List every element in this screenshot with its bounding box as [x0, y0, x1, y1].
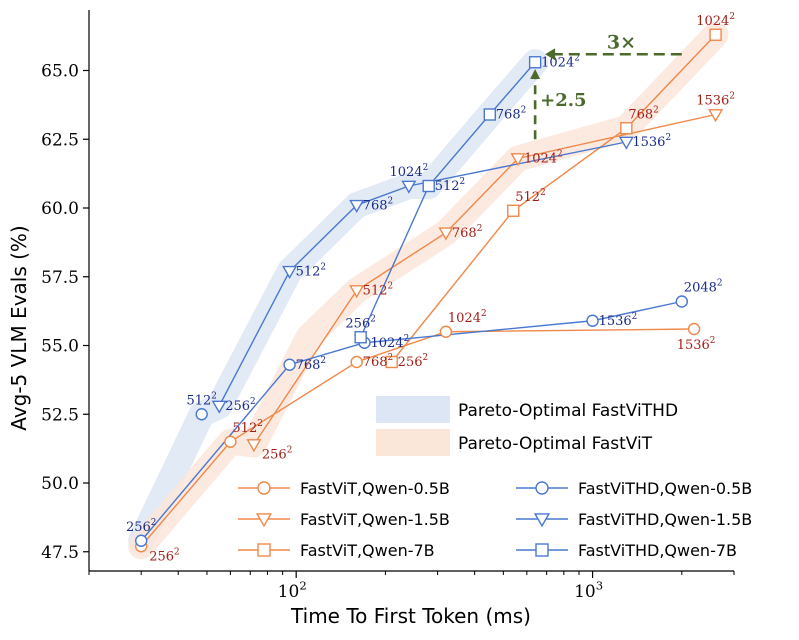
legend-marker-1: [255, 513, 273, 528]
series-3-label-3: 15362: [599, 312, 638, 329]
legend-label-4: FastViTHD,Qwen-1.5B: [578, 510, 752, 529]
legend-marker-3: [535, 481, 549, 495]
series-line-5: [360, 61, 536, 338]
series-4-label-4: 15362: [632, 133, 671, 150]
series-1-label-0: 2562: [262, 446, 292, 463]
legend-band-label-0: Pareto-Optimal FastViTHD: [458, 401, 678, 421]
series-5-label-0: 2562: [345, 314, 375, 331]
series-line-1: [253, 113, 716, 445]
series-line-2: [391, 34, 717, 363]
legend-label-2: FastViT,Qwen-7B: [300, 541, 435, 560]
legend-label-1: FastViT,Qwen-1.5B: [300, 510, 450, 529]
legend-label-5: FastViTHD,Qwen-7B: [578, 541, 737, 560]
legend-marker-2: [257, 543, 271, 557]
series-2-point-3: [709, 28, 722, 41]
series-5-label-2: 7682: [496, 106, 526, 123]
series-0-point-2: [350, 355, 363, 369]
series-4-point-0: [211, 400, 227, 414]
series-3-point-0: [134, 534, 148, 547]
series-1-point-2: [438, 227, 454, 241]
series-4-label-2: 7682: [363, 196, 393, 213]
y-tick-label-0: 47.5: [41, 543, 79, 563]
x-tick-label-0: 102: [278, 578, 307, 602]
series-1-label-1: 5122: [363, 282, 393, 299]
x-tick-label-1: 103: [574, 578, 603, 602]
series-4-label-0: 2562: [225, 397, 255, 414]
series-0-label-2: 7682: [363, 353, 393, 370]
series-5-point-3: [528, 56, 542, 69]
annotation-label-1: +2.5: [540, 90, 586, 111]
series-3-label-2: 10242: [370, 334, 409, 351]
series-0-point-1: [224, 435, 237, 448]
series-markers: [134, 28, 724, 553]
y-tick-label-1: 50.0: [41, 474, 79, 494]
series-3-label-4: 20482: [684, 279, 723, 296]
series-3-label-1: 7682: [296, 356, 326, 373]
series-3-point-4: [675, 295, 689, 308]
series-0-label-0: 2562: [149, 547, 179, 564]
series-3-point-1: [283, 358, 296, 371]
series-4-label-3: 10242: [390, 163, 429, 180]
series-2-label-3: 10242: [696, 12, 735, 29]
series-4-point-3: [401, 180, 417, 194]
y-tick-label-5: 60.0: [41, 199, 79, 219]
legend-label-3: FastViTHD,Qwen-0.5B: [578, 479, 752, 498]
y-tick-label-3: 55.0: [41, 337, 79, 357]
extra-point-0: [195, 408, 208, 421]
series-1-point-1: [349, 285, 365, 299]
series-1-point-4: [708, 109, 724, 123]
series-1-point-0: [246, 439, 262, 453]
series-0-point-4: [687, 322, 701, 336]
series-2-point-1: [507, 204, 520, 217]
series-4-label-1: 5122: [296, 262, 326, 279]
legend-marker-4: [533, 513, 551, 528]
series-5-point-2: [483, 108, 496, 121]
annotation-label-0: 3×: [607, 31, 636, 53]
y-axis-title: Avg-5 VLM Evals (%): [7, 225, 31, 430]
series-1-label-3: 10242: [524, 150, 563, 167]
axes: 47.5 50.0 52.5 55.0 57.5 60.0 62.5 65.0 102 103: [41, 10, 735, 602]
series-4-point-4: [618, 136, 634, 150]
y-tick-label-4: 57.5: [41, 268, 79, 288]
extra-label-1: 5122: [186, 391, 216, 408]
annotation-arrowhead-0: [545, 48, 556, 61]
series-1-point-3: [510, 153, 526, 167]
series-2-label-1: 5122: [515, 188, 545, 205]
series-2-label-2: 7682: [628, 105, 658, 122]
series-0-label-3: 10242: [448, 309, 487, 326]
series-5-label-1: 5122: [435, 177, 465, 194]
legend-band-label-1: Pareto-Optimal FastViT: [458, 434, 653, 454]
series-3-point-3: [586, 314, 599, 327]
series-2-point-0: [385, 355, 398, 369]
series-1-label-4: 15362: [696, 92, 735, 109]
series-2-label-0: 2562: [398, 353, 428, 370]
series-5-label-3: 10242: [541, 53, 580, 70]
series-2-point-2: [620, 122, 633, 135]
legend-band-swatch-0: [376, 396, 450, 423]
annotation-arrowhead-1: [530, 69, 541, 79]
series-0-point-3: [439, 325, 453, 338]
extra-label-0: 2562: [126, 518, 156, 535]
x-axis-title: Time To First Token (ms): [290, 604, 531, 628]
series-0-label-1: 5122: [232, 419, 262, 436]
series-0-label-4: 15362: [677, 336, 716, 353]
legend: Pareto-Optimal FastViTHD Pareto-Optimal F…: [238, 396, 752, 560]
legend-band-swatch-1: [376, 429, 450, 456]
annotations: 3× +2.5: [530, 31, 682, 140]
y-tick-label-6: 62.5: [41, 130, 79, 150]
series-4-point-2: [349, 199, 365, 213]
series-5-point-0: [354, 331, 367, 344]
series-5-point-1: [422, 179, 435, 193]
point-labels: 2562512276821024215362256251227682102421…: [126, 12, 735, 564]
series-4-point-1: [282, 265, 298, 279]
legend-marker-5: [535, 543, 549, 557]
y-tick-label-2: 52.5: [41, 405, 79, 425]
legend-label-0: FastViT,Qwen-0.5B: [300, 479, 450, 498]
legend-marker-0: [257, 481, 271, 495]
y-tick-label-7: 65.0: [41, 62, 79, 82]
series-1-label-2: 7682: [452, 224, 482, 241]
